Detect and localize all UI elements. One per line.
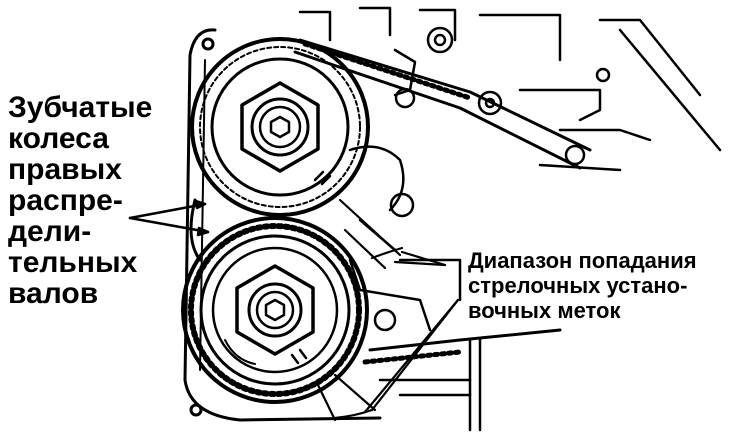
lower-cam-gear xyxy=(181,216,369,404)
housing-outline xyxy=(183,28,382,422)
housing-bolt-top xyxy=(201,37,215,51)
gears-label-line: распре- xyxy=(8,184,123,217)
gears-label-line: валов xyxy=(8,277,99,310)
gears-label-line: дели- xyxy=(8,215,92,248)
upper-mechanism xyxy=(298,6,722,172)
gears-label: Зубчатые колеса правых распре- дели- тел… xyxy=(8,92,152,309)
engine-block-right xyxy=(348,145,482,432)
marks-range-label-line: вочных меток xyxy=(468,298,621,323)
upper-cam-gear xyxy=(190,37,370,217)
housing-bolt-bottom xyxy=(189,403,203,417)
marks-range-label-line: Диапазон попадания xyxy=(468,248,697,273)
gears-label-line: правых xyxy=(8,153,122,186)
marks-range-label-line: стрелочных устано- xyxy=(468,273,688,298)
timing-mark-range-lines xyxy=(316,198,460,422)
gears-label-line: Зубчатые xyxy=(8,91,153,124)
timing-belt xyxy=(189,38,592,365)
gears-label-line: колеса xyxy=(8,122,109,155)
marks-range-label: Диапазон попадания стрелочных устано- во… xyxy=(468,248,697,323)
gear-leader-lines xyxy=(128,199,210,237)
gears-label-line: тельных xyxy=(8,246,138,279)
